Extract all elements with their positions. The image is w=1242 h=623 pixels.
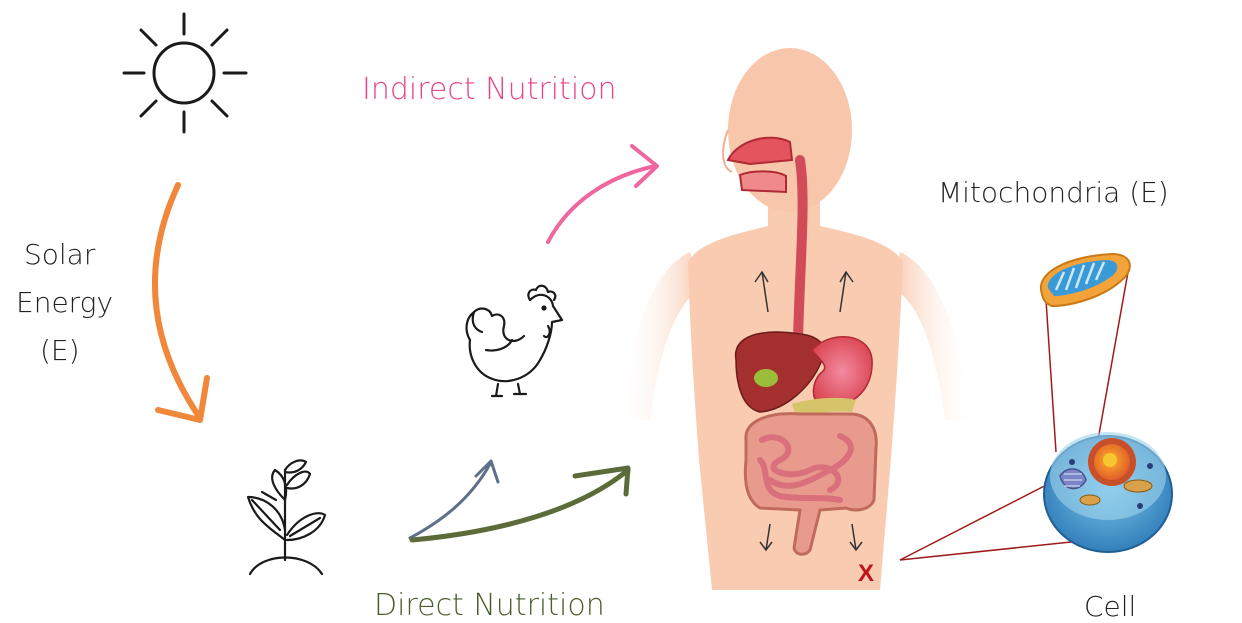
solar-energy-label-line3: (E) <box>40 334 80 367</box>
marker-x: X <box>858 560 874 587</box>
mitochondria-label: Mitochondria (E) <box>938 176 1169 209</box>
indirect-nutrition-label: Indirect Nutrition <box>362 72 617 107</box>
plant-icon <box>248 460 325 574</box>
indirect-nutrition-arrow <box>548 146 657 242</box>
human-body-digestive-system <box>620 48 975 590</box>
sun-icon <box>124 14 246 132</box>
chicken-icon <box>467 286 562 396</box>
solar-energy-label-line2: Energy <box>16 286 113 319</box>
cell-icon <box>1044 432 1172 552</box>
mitochondria-icon <box>1041 254 1130 306</box>
solar-energy-label-line1: Solar <box>24 238 95 271</box>
solar-energy-arrow <box>155 185 207 420</box>
direct-nutrition-label: Direct Nutrition <box>374 588 605 623</box>
direct-nutrition-arrow-long <box>412 468 628 540</box>
direct-nutrition-arrow-short <box>410 461 498 538</box>
cell-label: Cell <box>1084 590 1136 623</box>
